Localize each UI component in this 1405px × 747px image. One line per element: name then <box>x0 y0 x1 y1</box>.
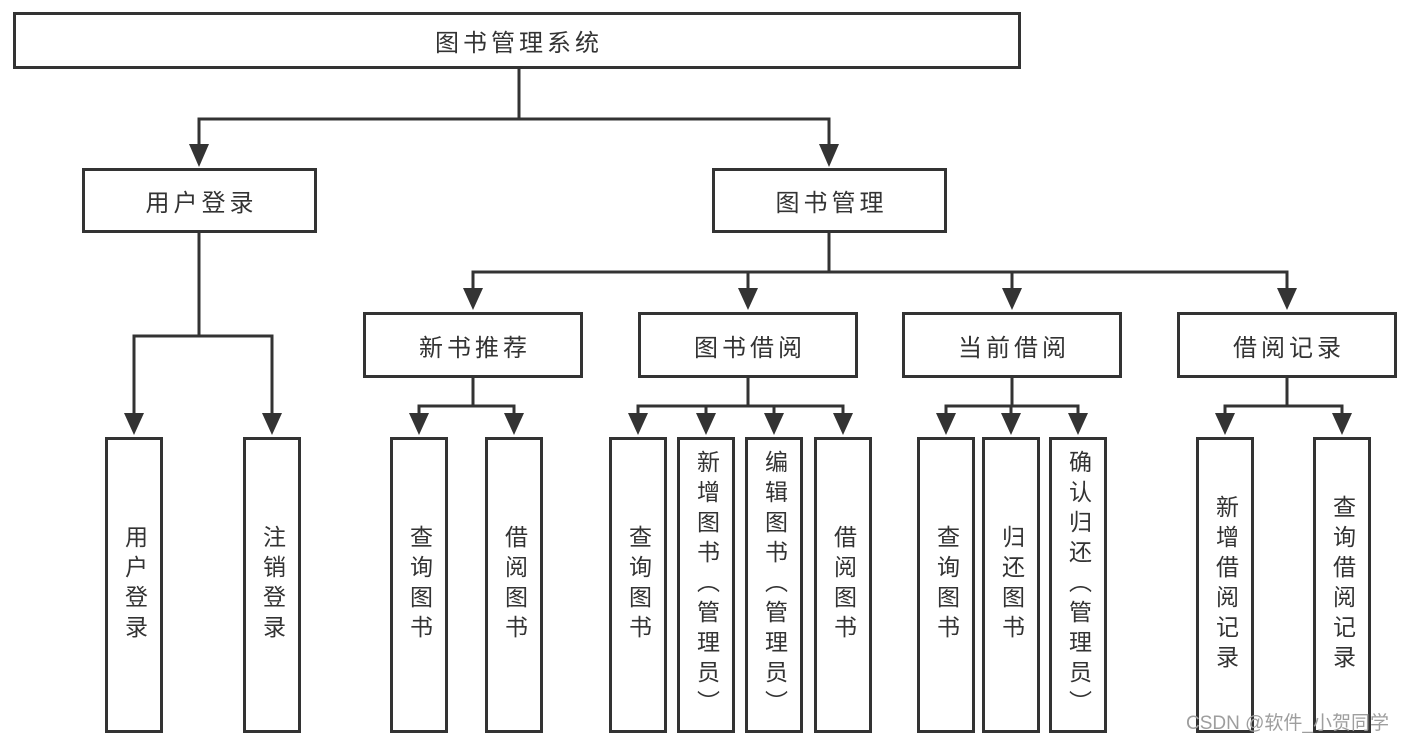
arrow-down-icon <box>819 144 839 167</box>
leaf-confirm-return-admin: 确认归还（管理员） <box>1049 437 1107 733</box>
node-book-management: 图书管理 <box>712 168 947 233</box>
node-borrow-records: 借阅记录 <box>1177 312 1397 378</box>
arrow-down-icon <box>1002 288 1022 310</box>
leaf-edit-books-admin: 编辑图书（管理员） <box>745 437 803 733</box>
node-new-book-recommend: 新书推荐 <box>363 312 583 378</box>
arrow-down-icon <box>262 413 282 435</box>
arrow-down-icon <box>504 413 524 435</box>
node-user-login: 用户登录 <box>82 168 317 233</box>
leaf-return-books: 归还图书 <box>982 437 1040 733</box>
arrow-down-icon <box>1277 288 1297 310</box>
leaf-add-books-admin: 新增图书（管理员） <box>677 437 735 733</box>
arrow-down-icon <box>738 288 758 310</box>
arrow-down-icon <box>628 413 648 435</box>
arrow-down-icon <box>409 413 429 435</box>
node-book-borrow: 图书借阅 <box>638 312 858 378</box>
leaf-user-login: 用户登录 <box>105 437 163 733</box>
arrow-down-icon <box>1332 413 1352 435</box>
arrow-down-icon <box>1068 413 1088 435</box>
node-root: 图书管理系统 <box>13 12 1021 69</box>
leaf-recommend-query-books: 查询图书 <box>390 437 448 733</box>
arrow-down-icon <box>696 413 716 435</box>
arrow-down-icon <box>1001 413 1021 435</box>
connector-root-to-level2 <box>189 64 839 167</box>
arrow-down-icon <box>463 288 483 310</box>
leaf-borrow-books: 借阅图书 <box>814 437 872 733</box>
connector-user-login-children <box>124 230 282 435</box>
arrow-down-icon <box>936 413 956 435</box>
leaf-user-logout: 注销登录 <box>243 437 301 733</box>
arrow-down-icon <box>833 413 853 435</box>
leaf-current-query-books: 查询图书 <box>917 437 975 733</box>
connector-book-management-children <box>463 230 1297 310</box>
arrow-down-icon <box>189 144 209 167</box>
connector-new-book-children <box>409 375 524 435</box>
watermark-text: CSDN @软件_小贺同学 <box>1186 713 1389 734</box>
node-current-borrow: 当前借阅 <box>902 312 1122 378</box>
connector-book-borrow-children <box>628 375 853 435</box>
leaf-add-borrow-record: 新增借阅记录 <box>1196 437 1254 733</box>
leaf-query-borrow-record: 查询借阅记录 <box>1313 437 1371 733</box>
arrow-down-icon <box>1215 413 1235 435</box>
leaf-recommend-borrow-books: 借阅图书 <box>485 437 543 733</box>
arrow-down-icon <box>124 413 144 435</box>
arrow-down-icon <box>764 413 784 435</box>
connector-borrow-records-children <box>1215 375 1352 435</box>
leaf-borrow-query-books: 查询图书 <box>609 437 667 733</box>
connector-current-borrow-children <box>936 375 1088 435</box>
